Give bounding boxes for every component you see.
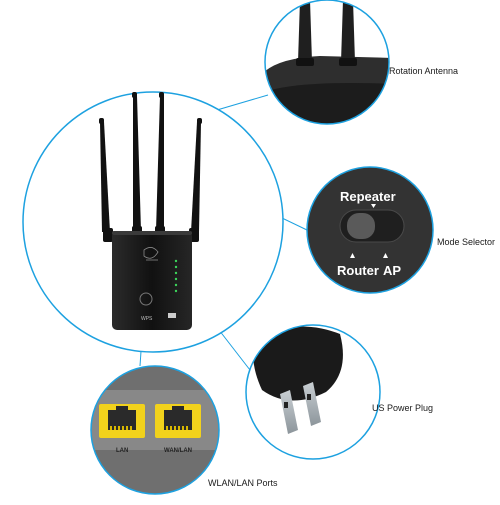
mode-selector-caption: Mode Selector	[437, 237, 496, 247]
brand-logo-icon	[143, 247, 159, 261]
rotation-antenna-caption: Rotation Antenna	[389, 66, 459, 76]
antenna-icon	[99, 92, 202, 242]
plug-prongs-icon	[280, 382, 321, 434]
badge-icon	[168, 313, 176, 318]
lan-port-label: LAN	[116, 448, 128, 454]
ports-detail: LAN WAN/LAN	[90, 365, 220, 495]
mode-selector-detail: Repeater Router AP	[306, 166, 434, 294]
power-plug-detail	[245, 324, 381, 460]
wan-port-label: WAN/LAN	[164, 448, 192, 454]
wps-button: WPS	[139, 292, 153, 322]
wps-label: WPS	[141, 316, 153, 322]
wlan-lan-ports-caption: WLAN/LAN Ports	[208, 478, 278, 488]
switch-ap-label: AP	[383, 263, 401, 278]
switch-router-label: Router	[337, 263, 379, 278]
lan-port-icon	[99, 404, 145, 438]
status-led-icons	[174, 259, 178, 293]
main-circle	[22, 91, 284, 353]
us-power-plug-caption: US Power Plug	[372, 403, 434, 413]
wan-lan-port-icon	[155, 404, 201, 438]
antenna-detail	[264, 0, 390, 125]
switch-repeater-label: Repeater	[340, 189, 396, 204]
repeater-device: WPS	[99, 92, 202, 330]
